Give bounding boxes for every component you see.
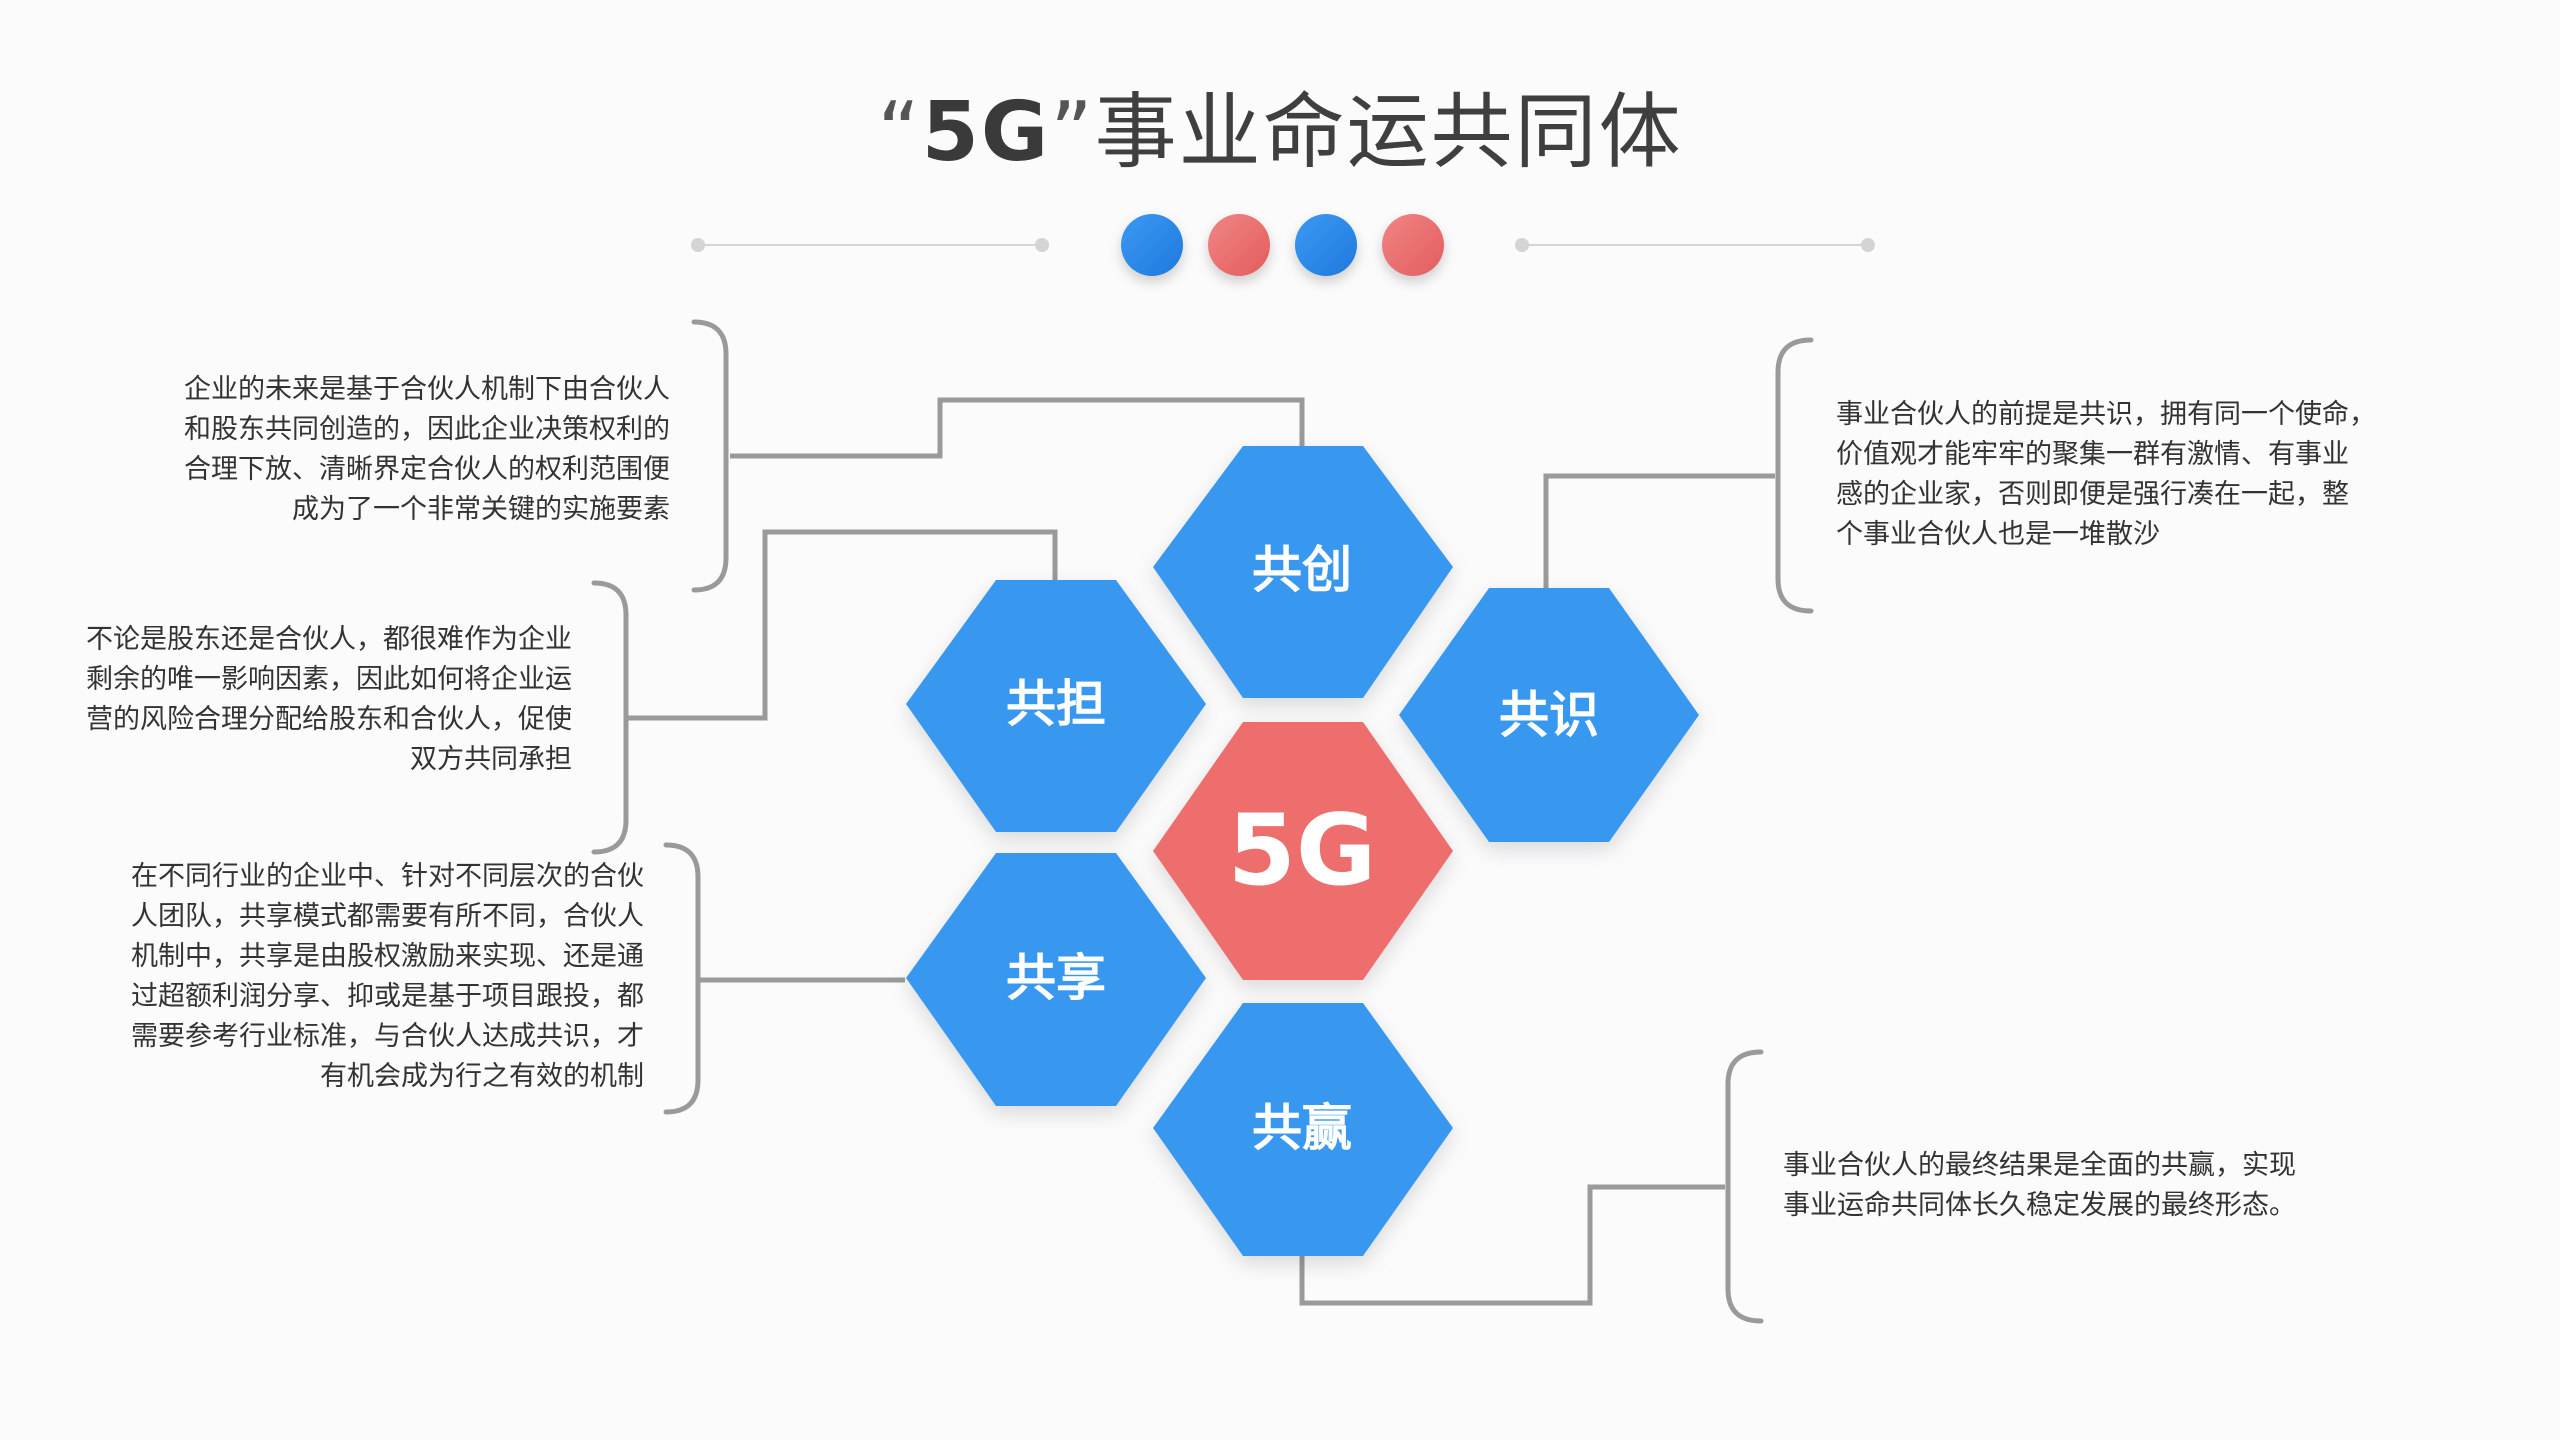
decorative-dots [1121, 214, 1444, 276]
hex-bottom-gongying: 共赢 [1153, 1003, 1453, 1256]
decorative-dot-blue [1295, 214, 1357, 276]
desc-line: 需要参考行业标准，与合伙人达成共识，才 [131, 1021, 644, 1052]
desc-line: 剩余的唯一影响因素，因此如何将企业运 [86, 664, 572, 695]
desc-gongdan: 不论是股东还是合伙人，都很难作为企业 剩余的唯一影响因素，因此如何将企业运 营的… [0, 620, 572, 780]
title-close-quote: ” [1050, 85, 1095, 180]
title-open-quote: “ [877, 85, 922, 180]
desc-line: 个事业合伙人也是一堆散沙 [1836, 519, 2160, 550]
divider-endpoint [1035, 238, 1049, 252]
desc-gongxiang: 在不同行业的企业中、针对不同层次的合伙 人团队，共享模式都需要有所不同，合伙人 … [40, 857, 644, 1097]
hex-center-label: 5G [1228, 794, 1377, 908]
divider-endpoint [1861, 238, 1875, 252]
desc-line: 机制中，共享是由股权激励来实现、还是通 [131, 941, 644, 972]
desc-line: 不论是股东还是合伙人，都很难作为企业 [86, 624, 572, 655]
desc-line: 事业合伙人的前提是共识，拥有同一个使命， [1836, 399, 2376, 430]
bracket-gongshi [1775, 337, 1814, 614]
hex-right-gongshi: 共识 [1399, 588, 1699, 842]
bracket-gongxiang [663, 842, 701, 1115]
hex-upper-left-gongdan: 共担 [906, 580, 1206, 832]
hex-top-gongchuang: 共创 [1153, 446, 1453, 698]
hex-right-label: 共识 [1499, 686, 1599, 744]
title-divider [691, 214, 1875, 276]
desc-line: 人团队，共享模式都需要有所不同，合伙人 [131, 901, 644, 932]
decorative-dot-red [1208, 214, 1270, 276]
hex-lower-left-label: 共享 [1006, 949, 1106, 1007]
hex-upper-left-label: 共担 [1006, 675, 1106, 733]
desc-line: 成为了一个非常关键的实施要素 [292, 494, 670, 525]
connector-gongchuang [730, 397, 1305, 459]
title-5g: 5G [921, 85, 1051, 180]
hex-lower-left-gongxiang: 共享 [906, 853, 1206, 1106]
brackets [591, 319, 1814, 1324]
title-text: 事业命运共同体 [1094, 85, 1683, 180]
divider-endpoint [1515, 238, 1529, 252]
hex-center: 5G [1153, 722, 1453, 980]
decorative-dot-red [1382, 214, 1444, 276]
desc-line: 价值观才能牢牢的聚集一群有激情、有事业 [1836, 439, 2349, 470]
desc-gongshi: 事业合伙人的前提是共识，拥有同一个使命， 价值观才能牢牢的聚集一群有激情、有事业… [1836, 395, 2436, 555]
desc-gongying: 事业合伙人的最终结果是全面的共赢，实现 事业运命共同体长久稳定发展的最终形态。 [1783, 1146, 2383, 1226]
desc-line: 双方共同承担 [410, 744, 572, 775]
bracket-gongchuang [691, 319, 729, 593]
desc-line: 营的风险合理分配给股东和合伙人，促使 [86, 704, 572, 735]
bracket-gongying [1725, 1049, 1764, 1324]
desc-line: 合理下放、清晰界定合伙人的权利范围便 [184, 454, 670, 485]
desc-line: 在不同行业的企业中、针对不同层次的合伙 [131, 861, 644, 892]
desc-gongchuang: 企业的未来是基于合伙人机制下由合伙人 和股东共同创造的，因此企业决策权利的 合理… [90, 370, 670, 530]
desc-line: 过超额利润分享、抑或是基于项目跟投，都 [131, 981, 644, 1012]
page-title: “5G”事业命运共同体 [0, 78, 2560, 188]
connector-gongdan [625, 529, 1058, 721]
connector-gongying [1299, 1184, 1725, 1306]
desc-line: 企业的未来是基于合伙人机制下由合伙人 [184, 374, 670, 405]
hex-top-label: 共创 [1252, 541, 1352, 599]
desc-line: 和股东共同创造的，因此企业决策权利的 [184, 414, 670, 445]
desc-line: 有机会成为行之有效的机制 [320, 1061, 644, 1092]
decorative-dot-blue [1121, 214, 1183, 276]
connectors [625, 397, 1775, 1306]
desc-line: 感的企业家，否则即便是强行凑在一起，整 [1836, 479, 2349, 510]
bracket-gongdan [591, 580, 629, 855]
desc-line: 事业运命共同体长久稳定发展的最终形态。 [1783, 1190, 2296, 1221]
hex-cluster: 5G 共创 共识 共担 共享 共赢 [906, 446, 1699, 1256]
divider-endpoint [691, 238, 705, 252]
hex-bottom-label: 共赢 [1252, 1099, 1352, 1157]
desc-line: 事业合伙人的最终结果是全面的共赢，实现 [1783, 1150, 2296, 1181]
connector-gongshi [1543, 473, 1775, 588]
